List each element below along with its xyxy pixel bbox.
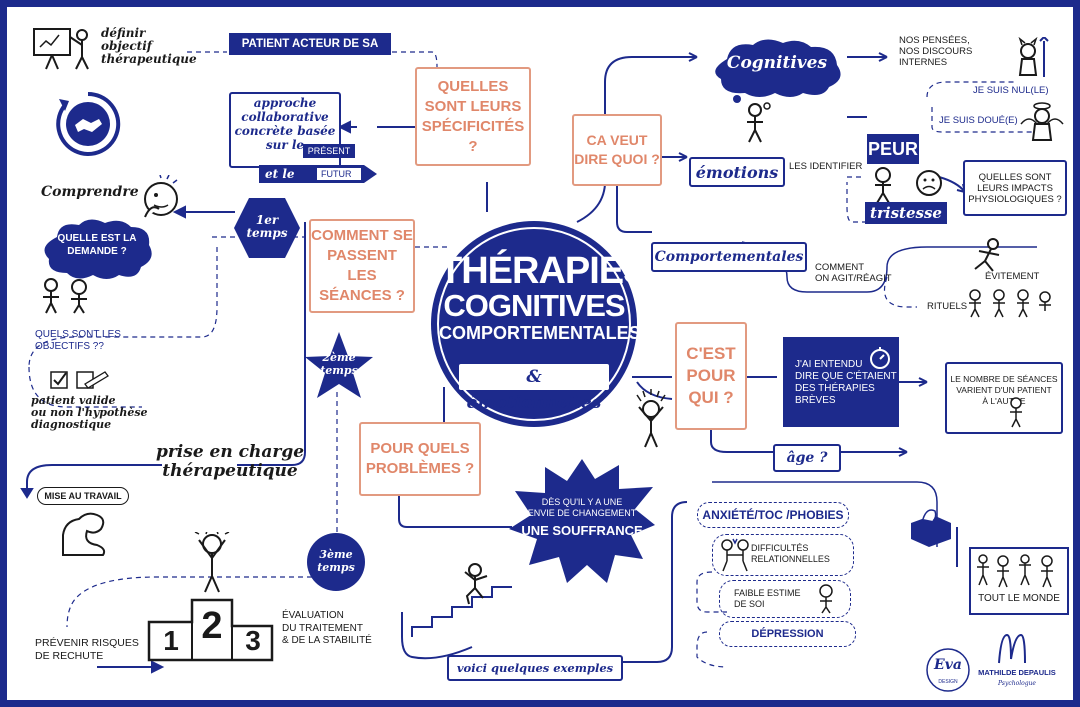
emotion-faces-icon: [875, 167, 942, 204]
doue-text: JE SUIS DOUÉ(E): [939, 115, 1018, 126]
temps3-label: 3ème temps: [317, 548, 355, 574]
estime-bubble: FAIBLE ESTIME DE SOI: [719, 580, 851, 618]
conflict-icon: [721, 538, 749, 572]
center-line4: & émotionnelles: [459, 364, 609, 413]
tout-le-monde-box: TOUT LE MONDE: [969, 547, 1069, 615]
temps2-star: [305, 332, 373, 398]
evaluation-text: ÉVALUATION DU TRAITEMENT & DE LA STABILI…: [282, 610, 372, 646]
cheering-person-icon: [636, 389, 666, 448]
climbing-person-icon: [464, 563, 488, 605]
author-sub: Psychologue: [998, 680, 1036, 687]
approche-box: approche collaborative concrète basée su…: [229, 92, 341, 168]
angel-icon: [1020, 102, 1064, 141]
difficultes-bubble: DIFFICULTÉS RELATIONNELLES: [712, 534, 854, 576]
age-box: âge ?: [773, 444, 841, 472]
objectifs-text: QUELS SONT LES OBJECTIFS ??: [35, 329, 121, 352]
podium-third: 3: [245, 625, 261, 656]
entendu-box: J'AI ENTENDU DIRE QUE C'ÉTAIENT DES THÉR…: [783, 337, 899, 427]
eva-design-logo: [926, 648, 970, 692]
tissue-box-icon: [911, 509, 951, 547]
tristesse-box: tristesse: [865, 202, 947, 224]
sad-person-icon: [819, 584, 833, 614]
difficultes-text: DIFFICULTÉS RELATIONNELLES: [751, 543, 830, 564]
center-title: THÉRAPIES COGNITIVES COMPORTEMENTALES: [439, 250, 648, 344]
eva-logo-text: Eva: [934, 657, 962, 673]
question-problemes: POUR QUELS PROBLÈMES ?: [359, 422, 481, 496]
evitement-text: ÉVITEMENT: [985, 271, 1040, 282]
identifier-text: LES IDENTIFIER: [789, 161, 863, 172]
comprendre-text: Comprendre: [41, 184, 139, 200]
temps1-hexagon: [234, 198, 300, 258]
question-dire-quoi: CA VEUT DIRE QUOI ?: [572, 114, 662, 186]
present-tag: PRÉSENT: [303, 144, 355, 158]
futur-arrow-sign: et le FUTUR: [259, 165, 379, 183]
souffrance-intro-text: DÈS QU'IL Y A UNE ENVIE DE CHANGEMENT: [527, 497, 637, 518]
collaboration-icon: [56, 91, 121, 156]
rituels-text: RITUELS: [927, 301, 968, 312]
crowd-icon: [977, 554, 1053, 588]
peur-box: PEUR: [867, 134, 919, 164]
anxiete-bubble: ANXIÉTÉ/TOC /PHOBIES: [697, 502, 849, 528]
nb-seances-box: LE NOMBRE DE SÉANCES VARIENT D'UN PATIEN…: [945, 362, 1063, 434]
patient-acteur-box: PATIENT ACTEUR DE SA THÉRAPIE: [229, 33, 391, 72]
prevenir-text: PRÉVENIR RISQUES DE RECHUTE: [35, 637, 139, 662]
temps1-label: 1er temps: [246, 213, 288, 240]
thinking-person-icon: [747, 102, 771, 143]
question-seances: COMMENT SE PASSENT LES SÉANCES ?: [309, 219, 415, 313]
podium-second: 1: [163, 625, 179, 656]
eva-logo-sub: DESIGN: [938, 679, 958, 685]
temps3-circle: [307, 533, 365, 591]
demande-cloud: [44, 219, 152, 279]
cognitives-label: Cognitives: [726, 53, 828, 73]
nul-text: JE SUIS NUL(LE): [973, 85, 1049, 96]
impacts-box: QUELLES SONT LEURS IMPACTS PHYSIOLOGIQUE…: [963, 160, 1067, 216]
mise-au-travail-bubble: MISE AU TRAVAIL: [37, 487, 129, 505]
depression-bubble: DÉPRESSION: [719, 621, 856, 647]
whiteboard-icon: [33, 28, 89, 70]
center-line1: THÉRAPIES: [439, 250, 648, 292]
checkbox-icon: [50, 371, 109, 389]
ritual-people-icon: [969, 289, 1051, 318]
stopwatch-icon: [870, 347, 890, 369]
muscle-arm-icon: [62, 512, 106, 556]
small-person-icon: [1010, 397, 1022, 428]
souffrance-starburst: [509, 459, 655, 583]
definir-objectif-text: définir objectif thérapeutique: [101, 26, 197, 66]
question-pour-qui: C'EST POUR QUI ?: [675, 322, 747, 430]
emotions-box: émotions: [689, 157, 785, 187]
center-line2: COGNITIVES: [443, 288, 625, 323]
exemples-box: voici quelques exemples: [447, 655, 623, 681]
prise-en-charge-text: prise en charge thérapeutique: [155, 442, 305, 481]
thinker-icon: [144, 175, 178, 218]
podium-first: 2: [201, 605, 223, 647]
mindmap-canvas: THÉRAPIES COGNITIVES COMPORTEMENTALES & …: [7, 7, 1073, 700]
souffrance-text: UNE SOUFFRANCE: [521, 523, 643, 538]
comportementales-box: Comportementales: [651, 242, 807, 272]
arrow-sign-icon: [259, 165, 377, 183]
futur-text: FUTUR: [321, 169, 352, 179]
cognitives-cloud: [715, 39, 841, 103]
estime-text: FAIBLE ESTIME DE SOI: [734, 588, 801, 609]
pensees-text: NOS PENSÉES, NOS DISCOURS INTERNES: [899, 35, 973, 68]
two-people-icon: [43, 278, 87, 314]
center-line3: COMPORTEMENTALES: [439, 323, 641, 343]
comment-agit-text: COMMENT ON AGIT/RÉAGIT: [815, 262, 892, 284]
question-specificites: QUELLES SONT LEURS SPÉCIFICITÉS ?: [415, 67, 531, 166]
tout-le-monde-text: TOUT LE MONDE: [978, 593, 1060, 604]
devil-icon: [1018, 37, 1049, 77]
author-monogram-icon: [998, 633, 1026, 664]
demande-text: QUELLE EST LA DEMANDE ?: [57, 233, 137, 257]
running-person-icon: [974, 238, 1000, 272]
podium-icon: [147, 532, 274, 662]
approche-text: approche collaborative concrète basée su…: [234, 96, 336, 152]
author-name: MATHILDE DEPAULIS: [978, 668, 1056, 677]
patient-valide-text: patient valide ou non l'hypothèse diagno…: [31, 394, 148, 431]
temps2-label: 2ème temps: [320, 351, 358, 377]
et-le-text: et le: [265, 167, 295, 181]
